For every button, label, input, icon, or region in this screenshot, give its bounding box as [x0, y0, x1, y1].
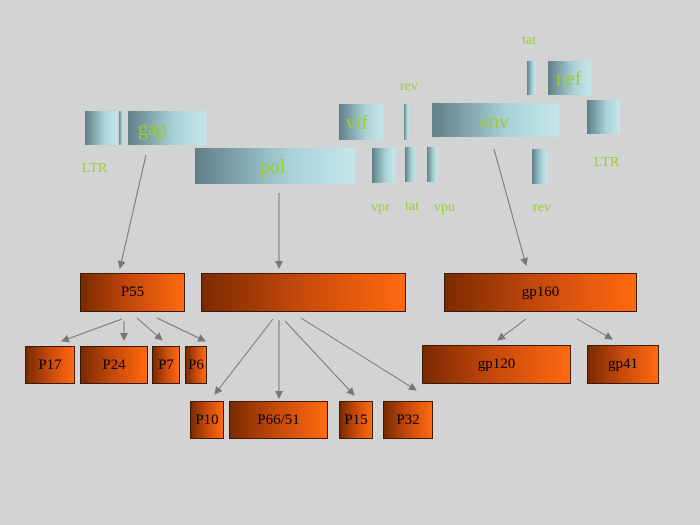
rev-bottom-label: rev: [533, 200, 551, 215]
p17-box: P17: [25, 346, 75, 384]
p32-box: P32: [383, 401, 433, 439]
p15-box: P15: [339, 401, 373, 439]
arrow-p55-to-p6: [156, 317, 206, 342]
ltr-left-block: [85, 111, 117, 145]
arrow-pol-to-p32: [300, 317, 417, 391]
arrow-pol-to-p10: [214, 318, 274, 395]
p10-box: P10: [190, 401, 224, 439]
env-label: env: [480, 111, 509, 133]
arrow-p55-to-p17: [61, 318, 123, 343]
rev-exon1-bar: [404, 104, 409, 140]
p24-box: P24: [80, 346, 148, 384]
vpr-gene-bar: [372, 148, 395, 183]
arrow-pol-to-p15: [284, 320, 355, 396]
gp160-precursor-box: gp160: [444, 273, 637, 312]
p55-precursor-box: P55: [80, 273, 185, 312]
pol-precursor-box: [201, 273, 406, 312]
arrow-gag-to-p55: [117, 154, 147, 269]
ltr-left-marker: [119, 111, 124, 145]
ltr-right-block: [587, 100, 620, 134]
arrow-gp160-to-gp120: [497, 318, 527, 341]
ltr-right-label: LTR: [594, 155, 620, 170]
arrow-env-to-gp160: [493, 148, 528, 266]
rev-exon2-bar: [532, 149, 548, 184]
gag-label: gag: [138, 118, 167, 140]
vif-gene-bar: [339, 104, 383, 140]
p7-box: P7: [152, 346, 180, 384]
p6-box: P6: [185, 346, 207, 384]
tat-exon1-bar: [405, 147, 416, 182]
arrow-p55-to-p7: [136, 317, 163, 341]
ltr-left-label: LTR: [82, 161, 108, 176]
vpr-label: vpr: [371, 200, 390, 215]
tat-top-label: tat: [522, 33, 536, 48]
gag-gene-bar: [128, 111, 206, 145]
rev-top-label: rev: [400, 79, 418, 94]
nef-label: nef: [556, 68, 582, 90]
nef-gene-bar: [548, 61, 591, 95]
tat-bottom-label: tat: [405, 199, 419, 214]
vif-label: vif: [346, 112, 369, 134]
vpu-gene-bar: [427, 147, 438, 182]
p66-51-box: P66/51: [229, 401, 328, 439]
pol-label: pol: [260, 156, 286, 178]
tat-exon2-bar: [527, 61, 536, 95]
gp120-box: gp120: [422, 345, 571, 384]
env-gene-bar: [432, 103, 559, 137]
arrow-gp160-to-gp41: [576, 318, 613, 340]
vpu-label: vpu: [434, 200, 455, 215]
pol-gene-bar: [195, 148, 355, 184]
gp41-box: gp41: [587, 345, 659, 384]
